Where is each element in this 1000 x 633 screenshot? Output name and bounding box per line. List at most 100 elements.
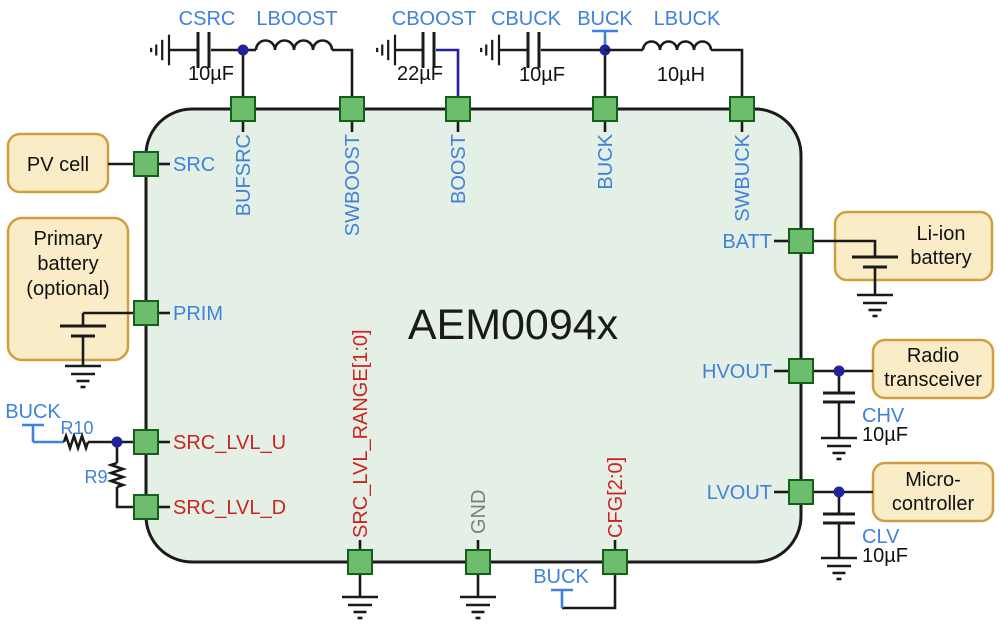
li-ion-battery-label-1: Li-ion xyxy=(917,223,966,245)
chip-title: AEM0094x xyxy=(408,301,619,349)
ground-icon xyxy=(855,293,895,318)
microcontroller-label-1: Micro- xyxy=(905,469,961,491)
buck-net-label-bottom: BUCK xyxy=(533,566,589,588)
lbuck-value: 10µH xyxy=(657,64,705,86)
pin-cfg xyxy=(602,549,628,575)
csrc-label: CSRC xyxy=(179,8,236,30)
ground-icon xyxy=(819,436,859,461)
buck-net-tap-bottom xyxy=(551,588,573,608)
pin-label-buck: BUCK xyxy=(595,133,617,189)
cboost-label: CBOOST xyxy=(392,8,476,30)
primary-battery-label-2: battery xyxy=(37,253,98,275)
pin-prim xyxy=(133,300,159,326)
microcontroller-label-2: controller xyxy=(892,493,975,515)
ground-icon xyxy=(340,595,380,620)
pin-boost xyxy=(445,96,471,122)
pin-buck xyxy=(592,96,618,122)
radio-transceiver-label-2: transceiver xyxy=(884,369,982,391)
lbuck-inductor xyxy=(641,40,713,51)
pin-hvout xyxy=(788,358,814,384)
ground-icon xyxy=(376,33,397,67)
pin-swboost xyxy=(339,96,365,122)
wire xyxy=(332,48,354,97)
pin-label-swbuck: SWBUCK xyxy=(732,133,754,221)
pin-label-src: SRC xyxy=(173,154,215,176)
buck-net-tap-top xyxy=(592,29,618,46)
pin-label-src-lvl-d: SRC_LVL_D xyxy=(173,497,286,519)
li-ion-battery-label-2: battery xyxy=(910,247,971,269)
pin-label-batt: BATT xyxy=(722,231,772,253)
r10-resistor xyxy=(62,431,90,453)
pin-batt xyxy=(788,228,814,254)
radio-transceiver-box xyxy=(871,338,995,400)
primary-battery-label-3: (optional) xyxy=(26,278,109,300)
ground-icon xyxy=(480,33,501,67)
pin-label-gnd: GND xyxy=(468,490,490,534)
clv-capacitor xyxy=(823,512,855,525)
pin-labels: BUFSRC SWBOOST BOOST BUCK SWBUCK SRC PRI… xyxy=(173,133,772,538)
ground-icon xyxy=(63,364,103,389)
r9-resistor xyxy=(106,461,128,489)
ground-icon xyxy=(150,33,171,67)
wire xyxy=(813,239,877,257)
junction-dot xyxy=(833,365,845,377)
ground-icon xyxy=(819,556,859,581)
pin-src-lvl-range xyxy=(347,549,373,575)
csrc-capacitor xyxy=(196,32,211,68)
pin-gnd xyxy=(465,549,491,575)
chv-capacitor xyxy=(823,391,855,404)
pin-label-hvout: HVOUT xyxy=(702,361,772,383)
wire xyxy=(711,48,744,97)
chv-value: 10µF xyxy=(862,424,908,446)
bottom-components: BUCK xyxy=(340,566,617,620)
ground-icon xyxy=(458,595,498,620)
pin-src-lvl-u xyxy=(133,429,159,455)
primary-battery-label-1: Primary xyxy=(34,228,103,250)
pin-label-src-lvl-range: SRC_LVL_RANGE[1:0] xyxy=(350,329,372,538)
pin-label-lvout: LVOUT xyxy=(707,482,772,504)
clv-label: CLV xyxy=(862,526,900,548)
buck-net-tap-left xyxy=(22,423,44,442)
lbuck-label: LBUCK xyxy=(654,8,721,30)
clv-value: 10µF xyxy=(862,545,908,567)
radio-transceiver-label-1: Radio xyxy=(907,345,959,367)
top-components: CSRC 10µF LBOOST CBOOST 22µF CBUCK 10µF … xyxy=(150,8,744,97)
cbuck-label: CBUCK xyxy=(491,8,562,30)
csrc-value: 10µF xyxy=(188,63,234,85)
junction-dot xyxy=(833,486,845,498)
pin-bufsrc xyxy=(230,96,256,122)
wire xyxy=(115,487,134,509)
cbuck-capacitor xyxy=(526,32,541,68)
pin-label-src-lvl-u: SRC_LVL_U xyxy=(173,432,286,454)
cboost-value: 22µF xyxy=(397,63,443,85)
external-blocks: PV cell Primary battery (optional) Li-io… xyxy=(6,132,995,523)
r9-label: R9 xyxy=(84,467,107,487)
chip-pins xyxy=(133,96,814,575)
pin-src-lvl-d xyxy=(133,494,159,520)
pin-label-swboost: SWBOOST xyxy=(342,134,364,236)
right-components: CHV 10µF CLV 10µF xyxy=(813,239,908,581)
pin-label-boost: BOOST xyxy=(448,134,470,204)
lboost-label: LBOOST xyxy=(256,8,337,30)
r10-label: R10 xyxy=(60,418,93,438)
chv-label: CHV xyxy=(862,405,905,427)
junction-dot xyxy=(111,436,123,448)
wire xyxy=(562,574,617,610)
junction-dot xyxy=(237,44,249,56)
lboost-inductor xyxy=(254,39,334,51)
pin-src xyxy=(133,151,159,177)
buck-net-label-top: BUCK xyxy=(577,8,633,30)
pin-stubs xyxy=(158,121,789,550)
pin-label-bufsrc: BUFSRC xyxy=(233,134,255,216)
pin-label-cfg: CFG[2:0] xyxy=(605,457,627,538)
buck-net-label-left: BUCK xyxy=(5,401,61,423)
pin-label-prim: PRIM xyxy=(173,303,223,325)
pin-swbuck xyxy=(729,96,755,122)
boost-navy-wire xyxy=(436,48,460,97)
pin-lvout xyxy=(788,479,814,505)
li-ion-battery-box xyxy=(833,210,994,282)
left-components: BUCK R10 R9 xyxy=(5,162,134,509)
pv-cell-label: PV cell xyxy=(27,154,89,176)
